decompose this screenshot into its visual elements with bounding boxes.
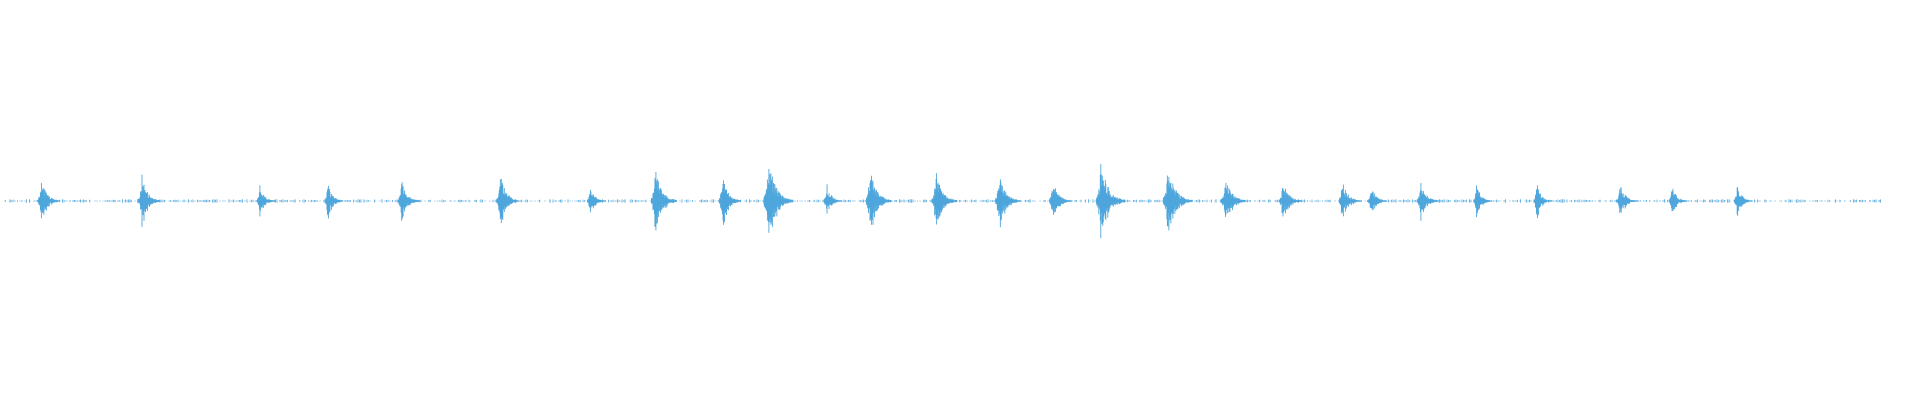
waveform-burst (1533, 185, 1553, 219)
waveform-bursts (37, 164, 1753, 239)
waveform-burst (1279, 188, 1302, 217)
waveform-burst (650, 172, 677, 231)
waveform-burst (931, 173, 958, 225)
waveform-burst (138, 174, 161, 227)
waveform-burst (763, 168, 794, 233)
waveform-burst (1220, 182, 1247, 217)
waveform-burst (1473, 185, 1493, 218)
waveform-burst (1616, 187, 1639, 213)
waveform-burst (823, 184, 843, 214)
waveform-burst (324, 185, 344, 219)
waveform-burst (1416, 183, 1440, 221)
waveform-burst (1162, 175, 1193, 231)
waveform-burst (1733, 187, 1753, 216)
waveform-burst (1367, 191, 1387, 211)
waveform-burst (1668, 188, 1688, 212)
waveform-burst (37, 182, 60, 219)
waveform-burst (718, 180, 741, 225)
waveform-burst (586, 189, 606, 213)
waveform-burst (397, 182, 421, 221)
waveform-burst (1049, 188, 1072, 215)
waveform-burst (256, 185, 276, 217)
waveform-burst (865, 175, 892, 225)
waveform-burst (1338, 184, 1361, 217)
waveform-burst (1095, 164, 1126, 239)
waveform-burst (496, 178, 519, 223)
waveform-burst (994, 179, 1021, 228)
